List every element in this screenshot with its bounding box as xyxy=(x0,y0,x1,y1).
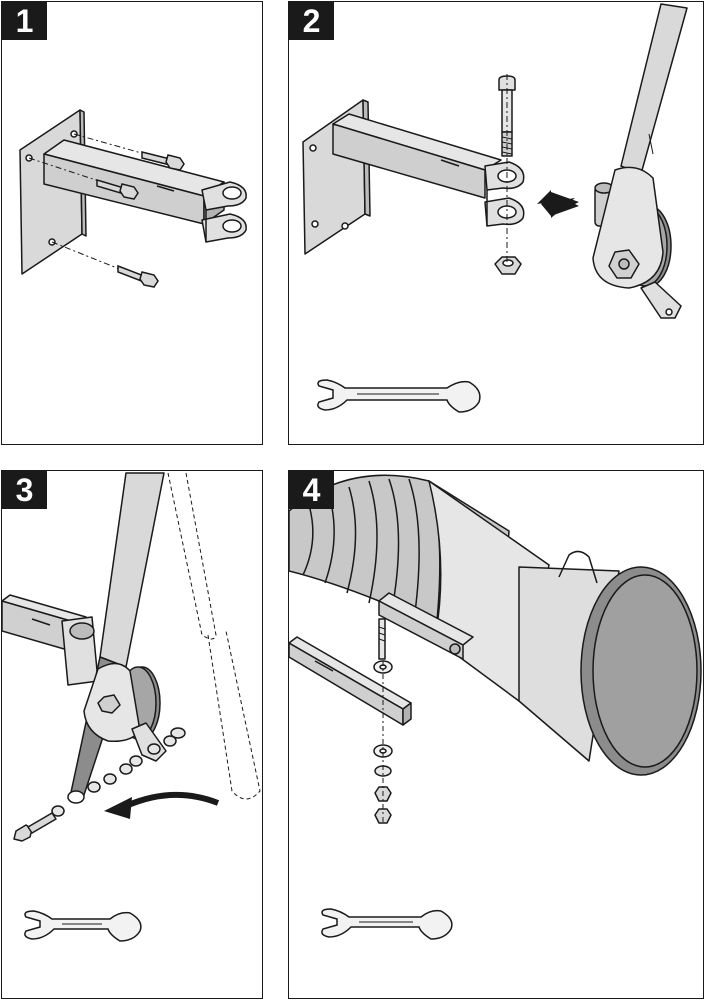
open-end-wrench-icon xyxy=(321,908,453,940)
stud xyxy=(378,618,386,660)
clevis xyxy=(484,161,525,227)
step-3-panel: 3 xyxy=(1,470,263,999)
clevis xyxy=(201,181,247,243)
bracket-arm xyxy=(289,636,412,726)
bolt xyxy=(13,812,57,842)
step-1-illustration xyxy=(19,109,247,288)
nut xyxy=(494,256,522,275)
open-end-wrench-icon xyxy=(24,910,142,942)
step-2-badge: 2 xyxy=(289,2,334,40)
step-1-panel: 1 xyxy=(1,1,263,445)
ghost-boom-outline xyxy=(167,472,261,800)
step-2-panel: 2 xyxy=(288,1,704,445)
step-1-badge: 1 xyxy=(2,2,47,40)
pivot xyxy=(83,662,167,762)
step-4-illustration xyxy=(289,474,702,940)
step-4-badge: 4 xyxy=(289,471,334,509)
step-3-illustration xyxy=(2,472,261,942)
swing-arrow-icon xyxy=(122,792,220,810)
bracket-arm xyxy=(2,594,99,686)
washers-and-nuts xyxy=(51,727,186,817)
step-4-panel: 4 xyxy=(288,470,704,999)
bolts xyxy=(96,151,185,288)
step-3-badge: 3 xyxy=(2,471,47,509)
hood-bell xyxy=(580,566,702,776)
open-end-wrench-icon xyxy=(317,379,481,413)
step-2-illustration xyxy=(302,3,688,413)
boom-pivot xyxy=(592,3,688,319)
bracket-arm xyxy=(332,113,502,199)
hood-bracket xyxy=(378,592,474,660)
